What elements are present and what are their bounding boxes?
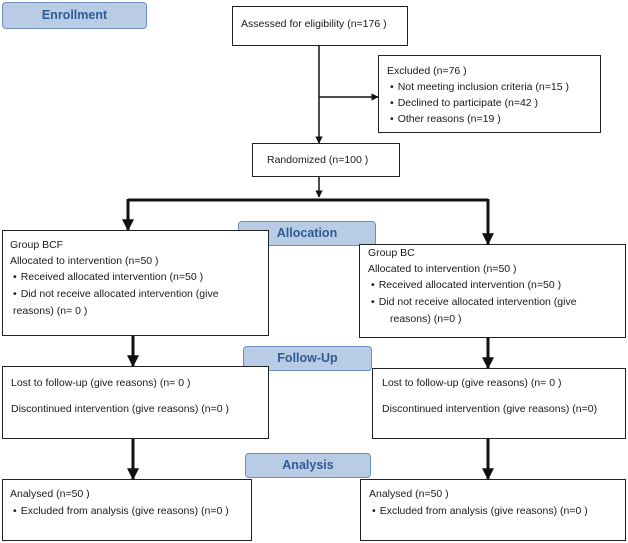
left-analysed: Analysed (n=50 )	[10, 488, 90, 500]
right-group-name: Group BC	[368, 247, 415, 259]
left-received: Received allocated intervention (n=50 )	[10, 271, 268, 284]
right-followup-box: Lost to follow-up (give reasons) (n= 0 )…	[372, 368, 626, 439]
right-not-received: Did not receive allocated intervention (…	[368, 296, 625, 309]
left-followup-box: Lost to follow-up (give reasons) (n= 0 )…	[2, 366, 269, 439]
left-allocated: Allocated to intervention (n=50 )	[10, 255, 159, 268]
right-discontinued: Discontinued intervention (give reasons)…	[382, 403, 598, 416]
stage-enrollment: Enrollment	[2, 2, 147, 29]
right-excluded-analysis: Excluded from analysis (give reasons) (n…	[369, 505, 625, 518]
randomized-box: Randomized (n=100 )	[252, 143, 400, 177]
excluded-item: Declined to participate (n=42 )	[387, 97, 600, 110]
excluded-item: Not meeting inclusion criteria (n=15 )	[387, 81, 600, 94]
left-group-name: Group BCF	[10, 239, 64, 251]
right-lost-followup: Lost to follow-up (give reasons) (n= 0 )	[382, 377, 562, 389]
left-not-received-cont: reasons) (n= 0 )	[13, 304, 88, 317]
assessed-text: Assessed for eligibility (n=176 )	[241, 18, 387, 30]
right-allocation-box: Group BC Allocated to intervention (n=50…	[359, 244, 626, 338]
left-not-received: Did not receive allocated intervention (…	[10, 288, 268, 301]
excluded-box: Excluded (n=76 ) Not meeting inclusion c…	[378, 55, 601, 133]
right-allocated: Allocated to intervention (n=50 )	[368, 263, 517, 276]
excluded-item: Other reasons (n=19 )	[387, 113, 600, 126]
left-allocation-box: Group BCF Allocated to intervention (n=5…	[2, 230, 269, 336]
left-discontinued: Discontinued intervention (give reasons)…	[11, 403, 229, 416]
assessed-box: Assessed for eligibility (n=176 )	[232, 6, 408, 46]
right-analysis-box: Analysed (n=50 ) Excluded from analysis …	[360, 479, 626, 541]
randomized-text: Randomized (n=100 )	[267, 154, 369, 166]
right-received: Received allocated intervention (n=50 )	[368, 279, 625, 292]
right-analysed: Analysed (n=50 )	[369, 488, 449, 500]
left-lost-followup: Lost to follow-up (give reasons) (n= 0 )	[11, 377, 191, 389]
right-not-received-cont: reasons) (n=0 )	[390, 312, 462, 325]
left-excluded-analysis: Excluded from analysis (give reasons) (n…	[10, 505, 251, 518]
excluded-title: Excluded (n=76 )	[387, 65, 467, 77]
stage-analysis: Analysis	[245, 453, 371, 478]
stage-allocation: Allocation	[238, 221, 376, 246]
left-analysis-box: Analysed (n=50 ) Excluded from analysis …	[2, 479, 252, 541]
